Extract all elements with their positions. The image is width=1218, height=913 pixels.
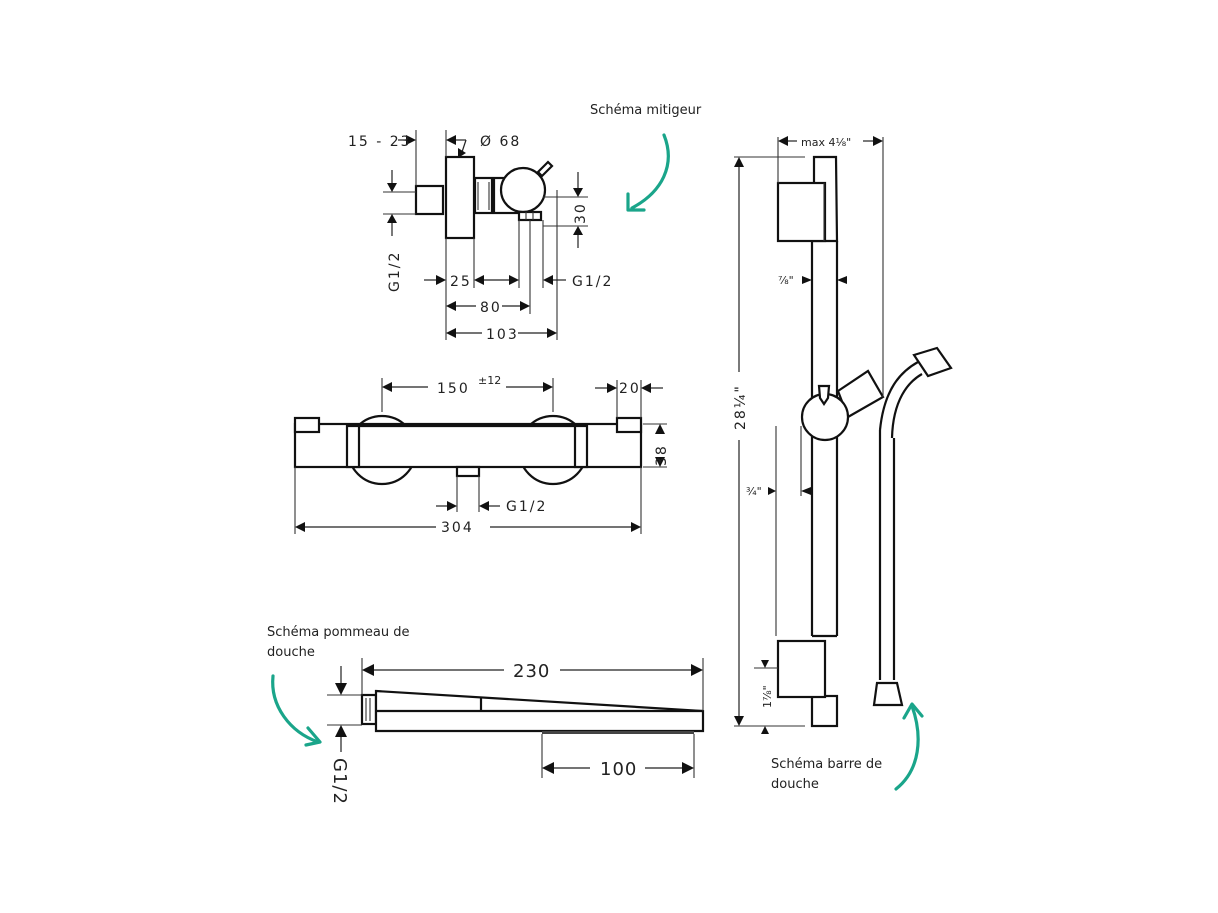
dim-end-cap: 20: [619, 381, 641, 397]
dim-diameter: Ø 68: [480, 134, 521, 150]
shower-head-view: 230 100 G1/2: [327, 658, 705, 805]
dim-front-height: 38: [654, 444, 670, 466]
dim-max-projection: max 4⅛": [801, 136, 851, 149]
right-handle: [615, 416, 643, 434]
dim-centers-tolerance: ±12: [478, 374, 501, 387]
outlet-spout: [455, 465, 481, 478]
mixer-inlet-pipe: [414, 184, 445, 216]
caption-mixer: Schéma mitigeur: [590, 103, 702, 118]
mixer-front-view: 150 ±12 20 38 G1/2 304: [293, 374, 670, 536]
dim-thread-right: G1/2: [572, 274, 613, 290]
shower-rail-view: max 4⅛" ⅞" 28¼" ¾" 1⅞": [733, 136, 953, 734]
dim-bar-width: ⅞": [778, 274, 794, 287]
hose-connector: [912, 346, 953, 378]
teal-arrow-mixer-icon: [626, 133, 670, 212]
dim-total-width: 304: [441, 520, 474, 536]
top-bracket: [776, 181, 827, 243]
caption-rail-2: douche: [771, 777, 819, 792]
caption-rail-1: Schéma barre de: [771, 757, 882, 772]
dim-slider-offset: ¾": [746, 485, 762, 498]
hose-cone: [872, 681, 904, 707]
dim-shower-thread: G1/2: [329, 758, 350, 805]
caption-shower-head-1: Schéma pommeau de: [267, 625, 410, 640]
dim-25: 25: [450, 274, 472, 290]
dim-height-30: 30: [573, 202, 589, 224]
dim-spray-face: 100: [600, 759, 637, 780]
teal-arrow-rail-icon: [894, 702, 924, 791]
shower-head-thread: [360, 693, 378, 726]
left-handle: [293, 416, 321, 434]
spray-face: [542, 731, 694, 734]
dim-103: 103: [486, 327, 519, 343]
mixer-outlet: [517, 210, 543, 222]
dim-bottom-offset: 1⅞": [761, 685, 774, 708]
dim-outlet-thread: G1/2: [506, 499, 547, 515]
dim-shower-length: 230: [513, 661, 550, 682]
dim-thread-left: G1/2: [387, 251, 403, 292]
caption-shower-head-2: douche: [267, 645, 315, 660]
teal-arrow-shower-head-icon: [271, 674, 322, 747]
dim-total-height: 28¼": [733, 384, 749, 430]
mixer-side-view: 15 - 23 Ø 68 G1/2 30 25 G1/2 80 103: [348, 130, 613, 343]
dim-centers: 150: [437, 381, 470, 397]
dim-wall-depth: 15 - 23: [348, 134, 412, 150]
bottom-bracket: [776, 639, 827, 699]
dim-80: 80: [480, 300, 502, 316]
mixer-nut: [473, 176, 494, 215]
mixer-escutcheon: [444, 155, 476, 240]
mixer-knob: [499, 166, 547, 214]
mixer-lever: [536, 160, 554, 178]
